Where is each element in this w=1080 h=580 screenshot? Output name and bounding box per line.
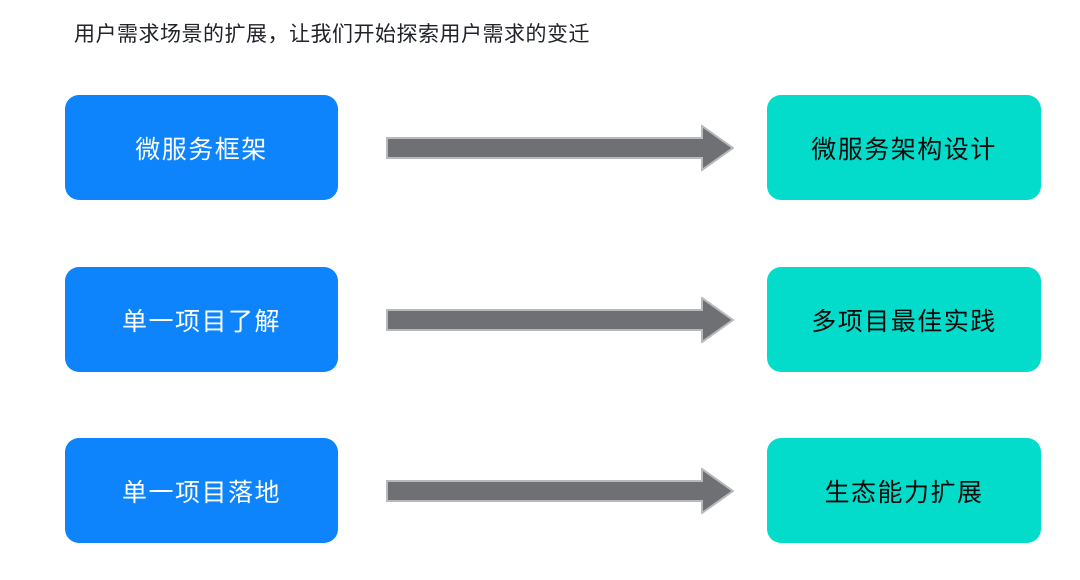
source-box-label: 单一项目了解 — [121, 307, 281, 336]
transition-row: 单一项目了解 多项目最佳实践 — [0, 267, 1080, 373]
target-box-label: 多项目最佳实践 — [811, 307, 997, 336]
source-box-label: 单一项目落地 — [121, 478, 281, 507]
right-arrow-icon — [386, 125, 734, 171]
page-title: 用户需求场景的扩展，让我们开始探索用户需求的变迁 — [74, 23, 590, 46]
transition-row: 单一项目落地 生态能力扩展 — [0, 438, 1080, 544]
target-box[interactable]: 微服务架构设计 — [767, 95, 1041, 200]
target-box-label: 微服务架构设计 — [811, 135, 997, 164]
source-box-label: 微服务框架 — [135, 135, 268, 164]
right-arrow-icon — [386, 297, 734, 343]
source-box[interactable]: 微服务框架 — [65, 95, 338, 200]
target-box[interactable]: 生态能力扩展 — [767, 438, 1041, 543]
right-arrow-icon — [386, 468, 734, 514]
target-box[interactable]: 多项目最佳实践 — [767, 267, 1041, 372]
target-box-label: 生态能力扩展 — [824, 478, 984, 507]
transition-row: 微服务框架 微服务架构设计 — [0, 95, 1080, 201]
source-box[interactable]: 单一项目了解 — [65, 267, 338, 372]
source-box[interactable]: 单一项目落地 — [65, 438, 338, 543]
